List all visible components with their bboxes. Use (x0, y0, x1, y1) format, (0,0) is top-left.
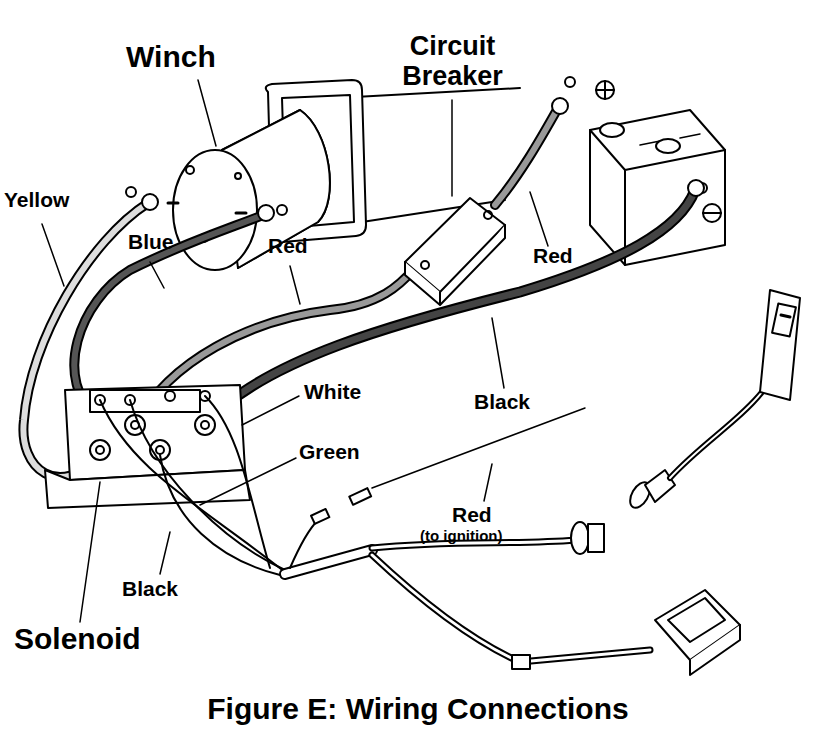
drawing-part (42, 224, 64, 286)
drawing-part (205, 190, 695, 425)
drawing-part (421, 261, 429, 269)
drawing-part (552, 98, 568, 114)
drawing-part (372, 408, 585, 488)
drawing-part (590, 130, 725, 265)
drawing-part (80, 482, 100, 622)
drawing-part (23, 77, 800, 675)
drawing-part (512, 655, 530, 669)
drawing-part (571, 522, 589, 554)
wire-color: Black (474, 390, 530, 413)
drawing-part (484, 464, 492, 501)
drawing-part (530, 192, 548, 246)
drawing-part (703, 212, 721, 214)
drawing-part (200, 458, 296, 505)
drawing-part (588, 524, 604, 552)
drawing-part (186, 166, 194, 174)
figure-caption: Figure E: Wiring Connections (207, 692, 628, 726)
drawing-part (670, 392, 762, 478)
part-name: Winch (126, 40, 216, 73)
drawing-part (130, 400, 285, 570)
drawing-part (150, 262, 164, 288)
drawing-part (405, 225, 505, 305)
wire-color: Red (452, 503, 492, 526)
drawing-part (160, 532, 170, 574)
drawing-part (495, 108, 558, 205)
drawing-part (205, 190, 695, 425)
drawing-part (703, 204, 721, 222)
drawing-part (90, 390, 200, 412)
wire-color: Red (268, 234, 308, 257)
part-name: Circuit Breaker (385, 32, 520, 91)
drawing-part (565, 77, 575, 87)
drawing-part (201, 421, 209, 429)
drawing-part (242, 396, 299, 425)
drawing-part (349, 488, 371, 505)
drawing-part (590, 110, 725, 265)
drawing-part (277, 205, 287, 215)
drawing-part (668, 598, 725, 642)
drawing-part (311, 509, 329, 524)
drawing-part (372, 555, 650, 662)
drawing-part (173, 150, 257, 270)
drawing-part (484, 211, 492, 219)
drawing-part (90, 440, 110, 460)
drawing-part (126, 187, 136, 197)
drawing-part (45, 470, 250, 508)
drawing-part (451, 100, 453, 196)
drawing-part (290, 520, 318, 568)
drawing-part (656, 139, 680, 153)
drawing-part (195, 415, 215, 435)
drawing-part (285, 550, 372, 574)
wire-color: Green (299, 440, 360, 463)
drawing-part (372, 555, 650, 662)
drawing-part (670, 392, 762, 478)
drawing-part (142, 194, 158, 210)
drawing-part (596, 81, 614, 99)
drawing-part (285, 550, 372, 574)
drawing-part (65, 385, 245, 480)
drawing-part (596, 81, 614, 99)
part-name: Solenoid (14, 622, 141, 655)
drawing-part (772, 303, 796, 336)
drawing-part (235, 173, 241, 179)
drawing-part (600, 123, 624, 137)
wire-color: Blue (128, 230, 174, 253)
drawing-part (495, 108, 558, 205)
wire-color: White (304, 380, 361, 403)
drawing-part (165, 391, 175, 401)
drawing-part (100, 400, 285, 572)
drawing-part (156, 446, 164, 454)
drawing-part (492, 318, 504, 388)
drawing-part (168, 203, 246, 213)
wire-color: Red (533, 244, 573, 267)
drawing-part (781, 315, 790, 317)
drawing-part (290, 266, 300, 304)
wire-color: Black (122, 577, 178, 600)
wire-note: (to ignition) (420, 528, 502, 545)
drawing-part (258, 205, 274, 221)
drawing-part (96, 446, 104, 454)
wire-color: Yellow (4, 188, 69, 211)
drawing-part (688, 180, 704, 196)
drawing-part (198, 80, 216, 146)
drawing-part (760, 290, 800, 400)
